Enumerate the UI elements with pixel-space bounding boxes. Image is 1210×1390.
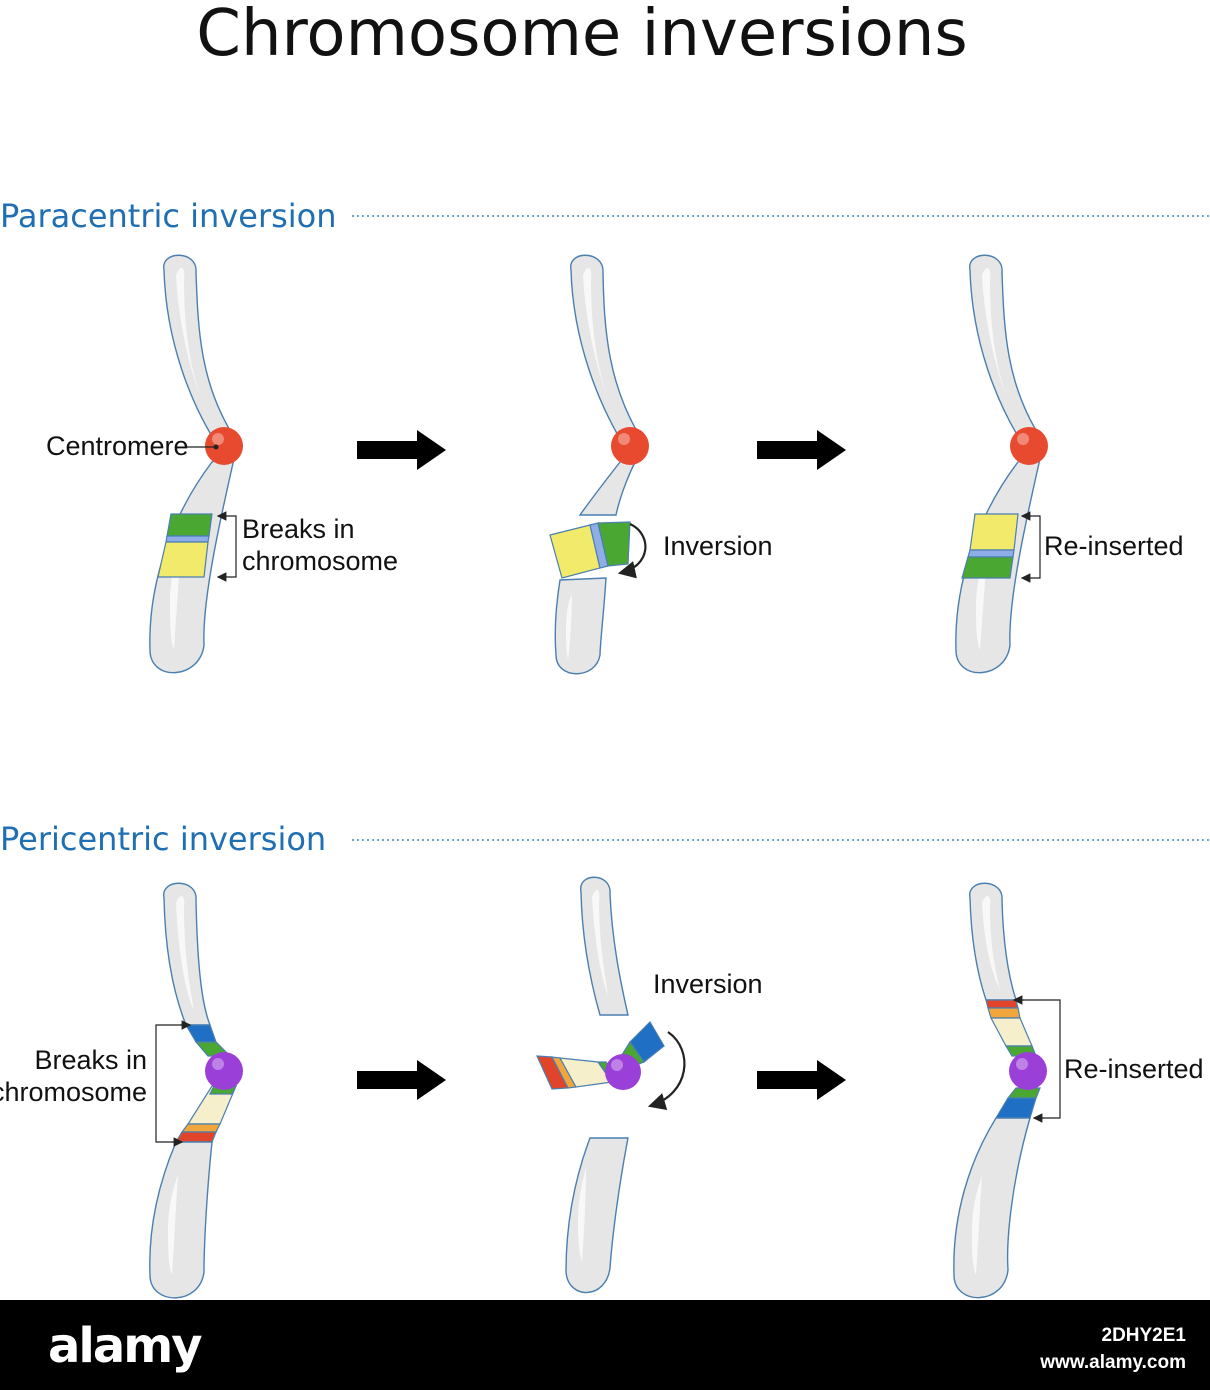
breaks-label-line2: chromosome — [242, 546, 398, 576]
breaks-bracket — [218, 515, 237, 578]
centromere-icon — [1009, 1052, 1047, 1090]
inversion-label: Inversion — [653, 969, 763, 999]
rotate-arrow-icon — [617, 522, 647, 579]
step-arrow-1 — [357, 430, 446, 470]
pericentric-broken-chromosome — [536, 876, 686, 1294]
breaks-label-line2: chromosome — [0, 1077, 147, 1107]
reinserted-bracket — [1022, 515, 1041, 579]
inversion-label: Inversion — [663, 531, 773, 561]
watermark-footer: alamy 2DHY2E1 www.alamy.com — [0, 1300, 1210, 1390]
image-id: 2DHY2E1 — [1101, 1325, 1187, 1346]
image-id-block: 2DHY2E1 www.alamy.com — [1040, 1322, 1186, 1376]
step-arrow-2 — [757, 430, 846, 470]
centromere-icon — [605, 1054, 641, 1090]
centromere-label: Centromere — [46, 431, 189, 461]
centromere-icon — [205, 1052, 243, 1090]
step-arrow-4 — [757, 1060, 846, 1100]
page-title: Chromosome inversions — [196, 0, 967, 71]
rotate-arrow-icon — [647, 1031, 686, 1110]
paracentric-reinserted-chromosome — [955, 254, 1048, 674]
centromere-icon — [1010, 427, 1048, 465]
paracentric-broken-chromosome — [549, 254, 649, 675]
reinserted-label: Re-inserted — [1064, 1054, 1204, 1084]
breaks-bracket — [155, 1024, 190, 1143]
step-arrow-3 — [357, 1060, 446, 1100]
paracentric-heading: Paracentric inversion — [0, 197, 337, 235]
inverted-fragment — [549, 521, 631, 579]
breaks-label-line1: Breaks in — [242, 514, 355, 544]
pericentric-heading: Pericentric inversion — [0, 820, 326, 858]
centromere-icon — [205, 427, 243, 465]
breaks-label-line1: Breaks in — [34, 1045, 147, 1075]
site-url: www.alamy.com — [1040, 1352, 1186, 1373]
alamy-logo: alamy — [48, 1318, 203, 1374]
paracentric-original-chromosome — [149, 254, 243, 674]
reinserted-bracket — [1014, 999, 1061, 1119]
pericentric-original-chromosome — [149, 882, 243, 1299]
pericentric-reinserted-chromosome — [953, 882, 1047, 1299]
inverted-fragment — [536, 1021, 665, 1090]
reinserted-label: Re-inserted — [1044, 531, 1184, 561]
centromere-icon — [611, 427, 649, 465]
